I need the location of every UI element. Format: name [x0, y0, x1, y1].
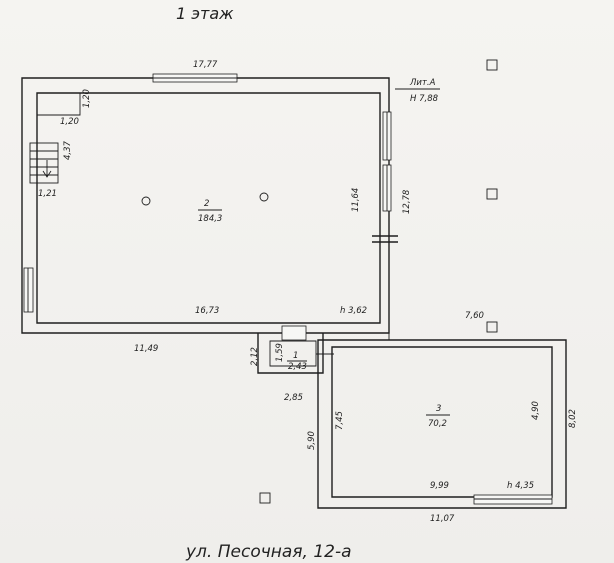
room-1-number: 1	[293, 351, 298, 361]
column-marker	[141, 196, 151, 206]
stair-arrow-icon	[42, 160, 52, 178]
room-1-area: 2,43	[288, 362, 307, 372]
dim-stair-b: 1,20	[60, 117, 79, 127]
room-3-number: 3	[436, 404, 441, 414]
room-3-outer-wall	[317, 339, 567, 509]
dim-room-3-right: 4,90	[531, 401, 541, 420]
dim-right-outer: 12,78	[402, 189, 412, 214]
dim-room-3-outer-left: 5,90	[307, 431, 317, 450]
dim-stair-len: 4,37	[63, 140, 73, 160]
dim-top-width: 17,77	[193, 60, 218, 70]
window-left	[23, 267, 34, 313]
dim-vestibule-side: 2,12	[250, 347, 260, 366]
dim-room-3-ceiling: h 4,35	[507, 481, 534, 491]
litera-label: Лит.А	[409, 78, 436, 88]
vestibule-outer-wall	[257, 333, 324, 374]
dim-room-3-outer-width: 11,07	[430, 514, 455, 524]
window-room-3-bottom	[473, 494, 553, 505]
stair-landing	[37, 92, 81, 116]
vestibule-inner-wall	[269, 340, 317, 367]
stair-block	[29, 142, 59, 184]
dim-room-2-ceiling: h 3,62	[340, 306, 367, 316]
dim-room-2-width: 16,73	[195, 306, 219, 316]
room-3-area: 70,2	[428, 419, 447, 429]
floor-title: 1 этаж	[176, 4, 234, 23]
building-height-label: Н 7,88	[410, 94, 439, 104]
dim-room-2-height: 11,64	[351, 188, 361, 212]
street-label: ул. Песочная, 12-а	[185, 542, 352, 562]
dim-vestibule-width: 2,85	[284, 393, 303, 403]
survey-marker	[486, 59, 498, 71]
room-2-number: 2	[204, 199, 209, 209]
dim-right-outer-room-3: 8,02	[568, 409, 578, 428]
dim-stair-a: 1,20	[82, 89, 92, 108]
dim-room-3-inner-width: 9,99	[430, 481, 449, 491]
vestibule-entrance	[281, 325, 307, 341]
column-marker	[259, 192, 269, 202]
room-2-area: 184,3	[198, 214, 222, 224]
survey-marker	[486, 321, 498, 333]
survey-marker	[486, 188, 498, 200]
dim-room-3-left: 7,45	[335, 411, 345, 430]
dim-annex-top: 7,60	[465, 311, 484, 321]
dim-bottom-left: 11,49	[134, 344, 158, 354]
dim-stair-width: 1,21	[38, 189, 57, 199]
dim-vestibule-inner: 1,59	[275, 343, 285, 362]
room-2-inner-wall	[36, 92, 381, 324]
survey-marker	[259, 492, 271, 504]
